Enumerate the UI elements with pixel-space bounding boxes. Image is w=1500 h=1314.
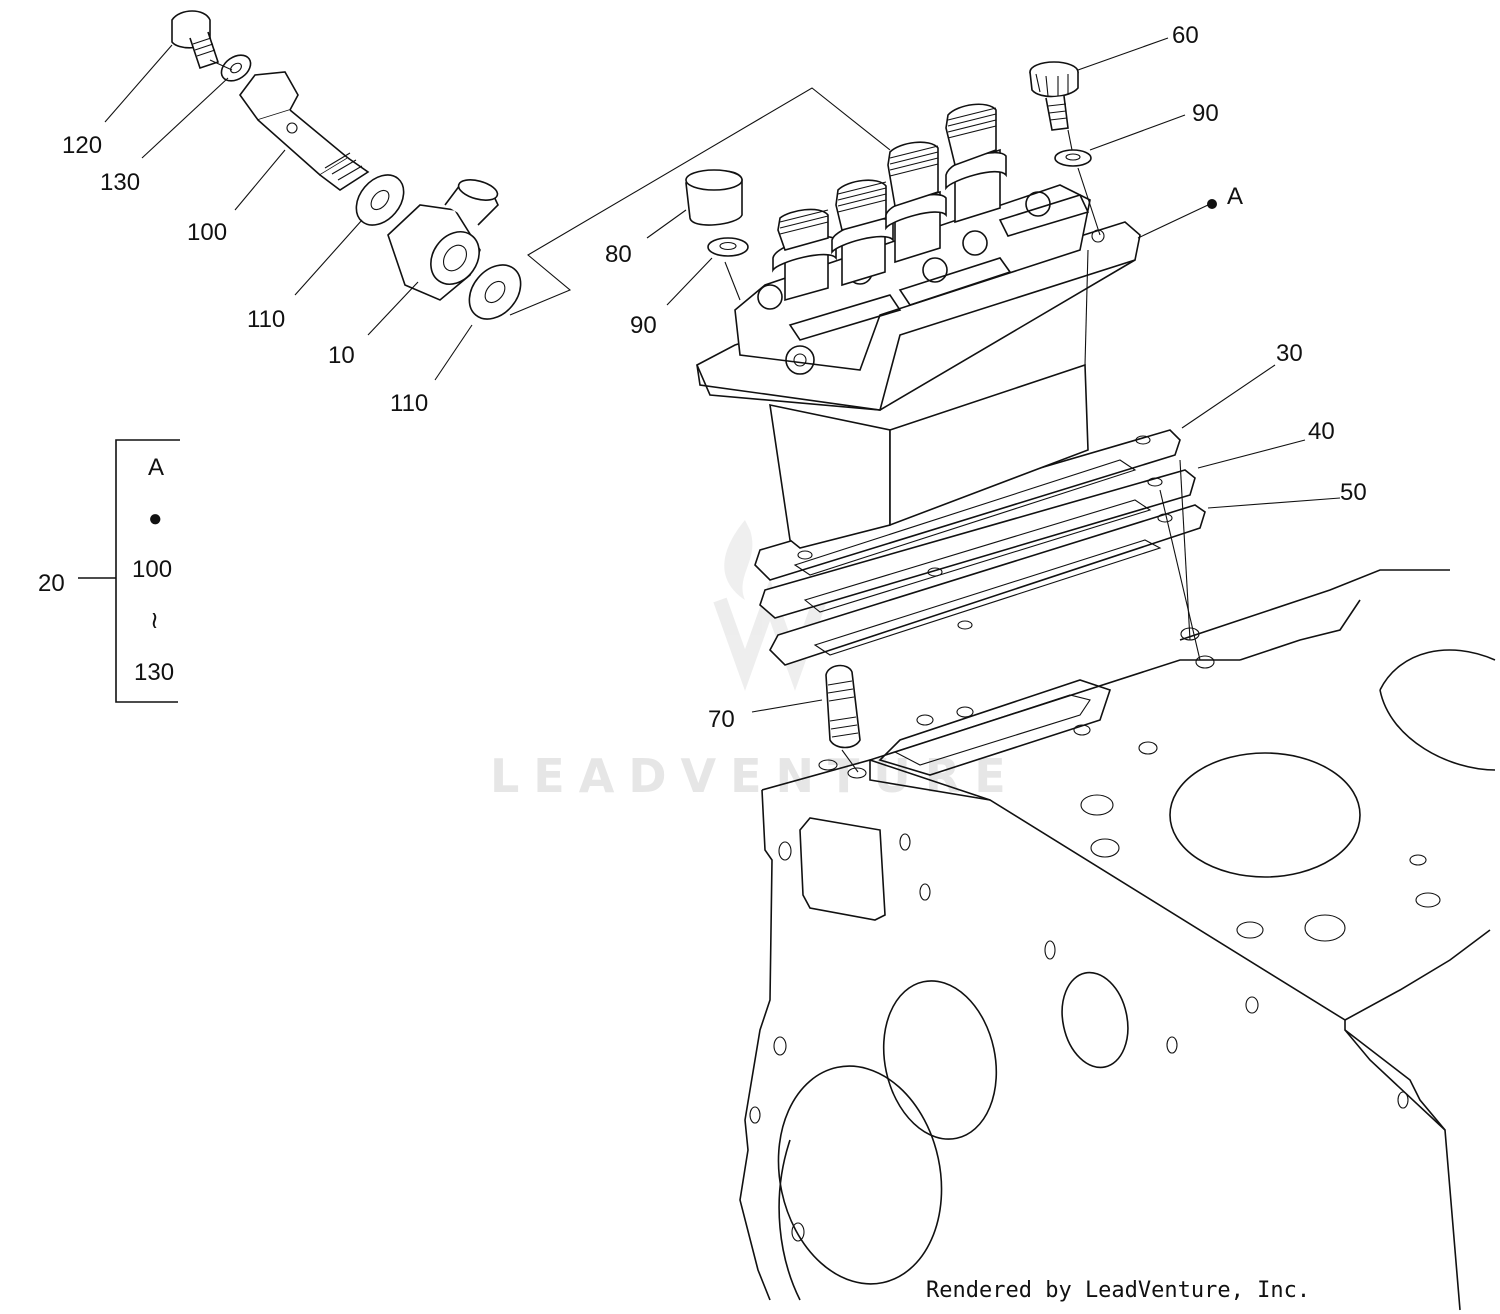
delivery-valve-4 — [945, 103, 1007, 224]
gasket-40 — [759, 469, 1196, 619]
callout-a: A — [1227, 183, 1243, 210]
assembly-guide-lines — [209, 59, 1201, 773]
banjo-fitting-10 — [387, 179, 499, 301]
kit-bracket-20: A ● 100 ≀ 130 20 — [38, 439, 180, 703]
callout-90-upper: 90 — [1192, 100, 1219, 127]
callout-100: 100 — [187, 219, 227, 246]
callout-labels: 120 130 100 110 10 110 80 90 60 90 A 30 … — [62, 22, 1367, 733]
kit-line-100: 100 — [132, 556, 172, 583]
delivery-valve-3 — [885, 141, 947, 264]
delivery-valve-2 — [831, 179, 894, 287]
callout-40: 40 — [1308, 418, 1335, 445]
callout-110-upper: 110 — [247, 306, 285, 333]
injection-pump — [695, 103, 1141, 549]
leader-lines — [104, 37, 1341, 713]
stud-70 — [825, 664, 861, 749]
callout-10: 10 — [328, 342, 355, 369]
callout-130: 130 — [100, 169, 140, 196]
callout-90-lower: 90 — [630, 312, 657, 339]
washer-110-upper — [355, 174, 405, 226]
watermark-text: LEADVENTURE — [490, 749, 1020, 803]
delivery-valve-1 — [772, 208, 837, 302]
callout-60: 60 — [1172, 22, 1199, 49]
kit-line-tilde: ≀ — [150, 607, 159, 634]
kit-line-a: A — [148, 454, 164, 481]
bolt-120 — [171, 10, 220, 70]
callout-110-lower: 110 — [390, 390, 428, 417]
bolt-60 — [1029, 61, 1079, 131]
washer-110-lower — [468, 264, 522, 320]
plug-80 — [685, 169, 743, 226]
kit-line-dot: ● — [148, 505, 163, 532]
washer-90-upper — [1054, 149, 1092, 167]
callout-120: 120 — [62, 132, 102, 159]
callout-50: 50 — [1340, 479, 1367, 506]
callout-30: 30 — [1276, 340, 1303, 367]
gasket-50 — [769, 504, 1206, 666]
kit-line-130: 130 — [134, 659, 174, 686]
callout-20: 20 — [38, 570, 65, 597]
washer-130 — [220, 54, 252, 82]
render-credit: Rendered by LeadVenture, Inc. — [926, 1278, 1311, 1303]
gasket-30 — [754, 429, 1181, 581]
callout-80: 80 — [605, 241, 632, 268]
hollow-bolt-100 — [239, 71, 370, 191]
washer-90-lower — [707, 237, 749, 257]
engine-block — [739, 569, 1496, 1311]
callout-70: 70 — [708, 706, 735, 733]
